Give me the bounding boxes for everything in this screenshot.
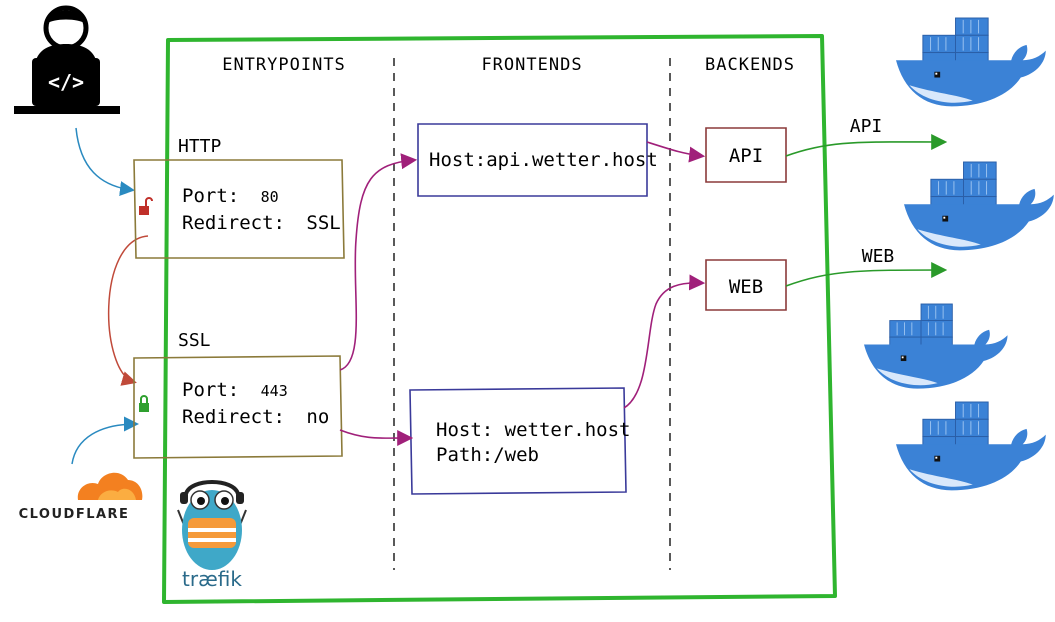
api-output-label: API: [850, 116, 883, 137]
api-backend-box: [705, 127, 787, 183]
svg-text:</>: </>: [48, 70, 84, 94]
backends-title: BACKENDS: [705, 55, 795, 75]
ssl-port-value: 443: [261, 382, 288, 400]
entrypoints-title: ENTRYPOINTS: [222, 55, 346, 75]
web-frontend-box: [409, 387, 627, 495]
web-backend-label: WEB: [729, 276, 763, 298]
svg-text:Port: 443: Port: 443: [182, 379, 288, 401]
http-redirect-value: SSL: [306, 212, 340, 234]
api-frontend-host: Host:api.wetter.host: [429, 149, 658, 171]
ssl-redirect-label: Redirect:: [182, 406, 285, 428]
svg-text:Redirect: SSL: Redirect: SSL: [182, 212, 341, 234]
ssl-to-api-frontend-arrow: [339, 153, 418, 371]
ssl-entrypoint-box: [133, 355, 343, 459]
web-frontend-to-backend-arrow: [623, 274, 706, 409]
ssl-entrypoint-label: SSL: [178, 330, 211, 351]
svg-text:Port: 80: Port: 80: [182, 185, 279, 207]
developer-laptop-icon: </>: [14, 5, 120, 114]
http-entrypoint-box: [133, 159, 345, 259]
docker-whale-icon: [863, 303, 1008, 390]
api-backend-label: API: [729, 145, 763, 167]
traefik-wordmark: træfik: [182, 567, 242, 591]
ssl-port-label: Port:: [182, 379, 239, 401]
docker-whale-icon: [903, 161, 1055, 251]
api-frontend-to-backend-arrow: [646, 141, 706, 163]
ssl-redirect-value: no: [306, 406, 329, 428]
http-entrypoint-label: HTTP: [178, 136, 222, 157]
http-to-ssl-redirect-arrow: [107, 235, 149, 386]
traefik-gopher-logo: træfik: [177, 480, 247, 591]
web-frontend-path: Path:/web: [436, 444, 539, 466]
unlocked-padlock-icon: [139, 197, 153, 215]
docker-whale-icon: [895, 17, 1047, 107]
cloudflare-logo: CLOUDFLARE: [19, 472, 143, 522]
traefik-frame: [162, 34, 837, 604]
frontends-title: FRONTENDS: [481, 55, 582, 75]
svg-text:Redirect: no: Redirect: no: [182, 406, 329, 428]
http-port-label: Port:: [182, 185, 239, 207]
cloudflare-to-ssl-arrow: [71, 416, 139, 465]
ssl-to-web-frontend-arrow: [339, 429, 414, 447]
web-frontend-host: Host: wetter.host: [436, 419, 630, 441]
cloudflare-wordmark: CLOUDFLARE: [19, 507, 130, 522]
http-redirect-label: Redirect:: [182, 212, 285, 234]
api-backend-to-container-arrow: [785, 133, 948, 157]
http-port-value: 80: [261, 188, 279, 206]
user-to-http-arrow: [75, 127, 135, 196]
web-output-label: WEB: [862, 246, 895, 267]
locked-padlock-icon: [139, 395, 149, 412]
api-frontend-box: [417, 123, 648, 197]
docker-whale-icon: [895, 401, 1047, 491]
web-backend-to-container-arrow: [785, 262, 948, 287]
web-backend-box: [705, 259, 787, 311]
